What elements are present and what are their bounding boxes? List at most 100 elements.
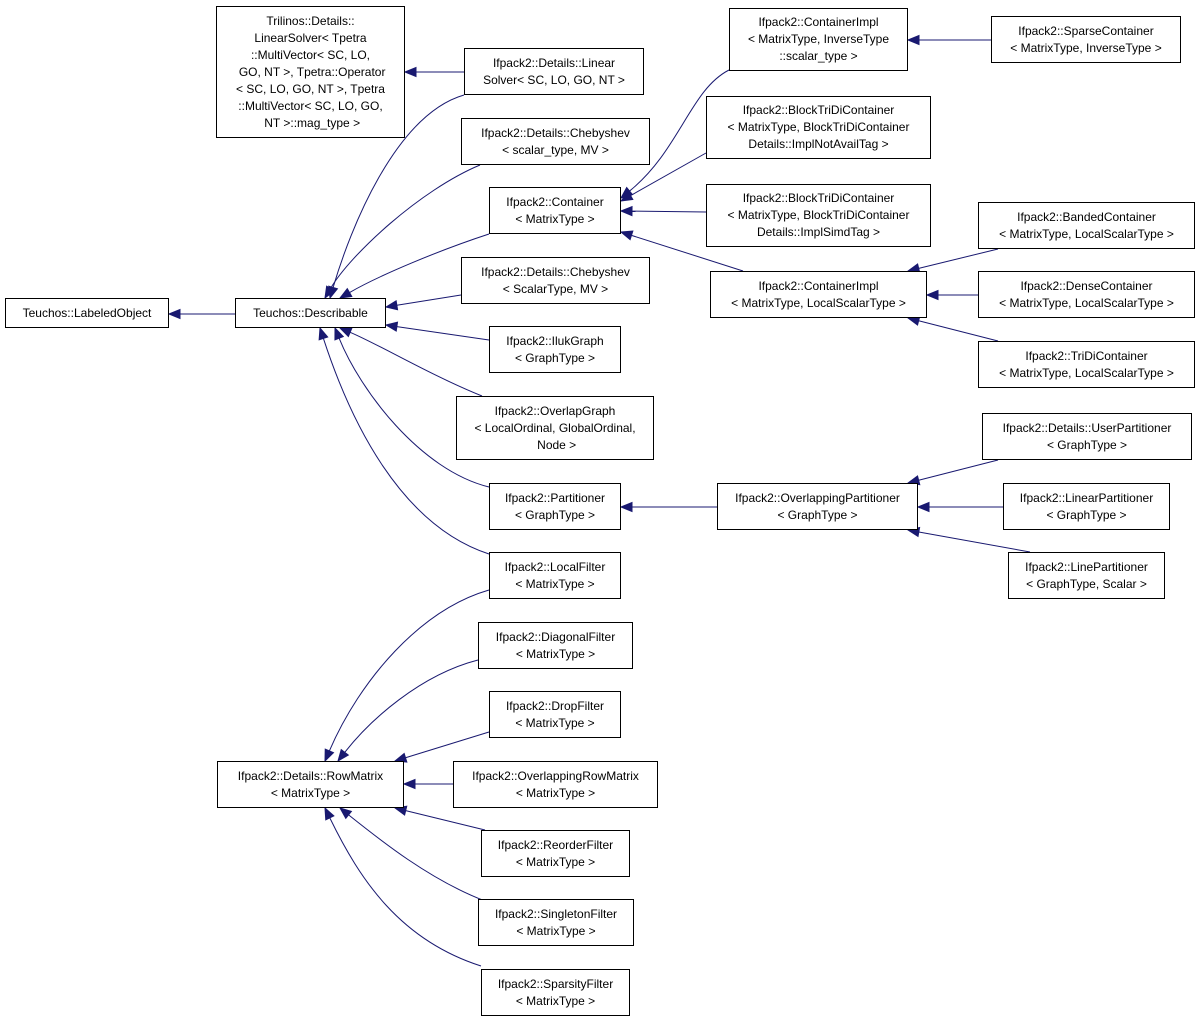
class-node-label-line: Ifpack2::LinearPartitioner <box>1019 490 1154 505</box>
arrowhead-container-to-describable <box>338 287 353 299</box>
class-node-label-line: < scalar_type, MV > <box>502 142 609 157</box>
class-node-label-line: < LocalOrdinal, GlobalOrdinal, <box>474 420 636 435</box>
class-node-label-line: Ifpack2::Details::RowMatrix <box>237 768 384 783</box>
class-node-label-line: < MatrixType > <box>515 785 596 800</box>
class-node-label-line: Ifpack2::SingletonFilter <box>494 906 618 921</box>
class-node-drop-filter[interactable]: Ifpack2::DropFilter< MatrixType > <box>489 691 621 738</box>
class-node-label-line: < MatrixType > <box>515 646 596 661</box>
class-node-dense-container[interactable]: Ifpack2::DenseContainer< MatrixType, Loc… <box>978 271 1195 318</box>
class-node-label-line: Node > <box>533 437 577 452</box>
class-node-container[interactable]: Ifpack2::Container< MatrixType > <box>489 187 621 234</box>
class-node-overlapping-row-matrix[interactable]: Ifpack2::OverlappingRowMatrix< MatrixTyp… <box>453 761 658 808</box>
edge-blocktridi_notavail-to-container <box>630 152 707 197</box>
class-node-sparse-container[interactable]: Ifpack2::SparseContainer< MatrixType, In… <box>991 16 1181 63</box>
arrowhead-dense_container-to-container_impl_local <box>925 289 939 301</box>
class-node-label-line: < MatrixType, LocalScalarType > <box>999 365 1174 380</box>
arrowhead-sparse_container-to-container_impl_inverse <box>906 34 920 46</box>
class-node-overlapping-partitioner[interactable]: Ifpack2::OverlappingPartitioner< GraphTy… <box>717 483 918 530</box>
class-node-label-line: Ifpack2::BandedContainer <box>1017 209 1156 224</box>
class-node-reorder-filter[interactable]: Ifpack2::ReorderFilter< MatrixType > <box>481 830 630 877</box>
class-node-blocktridi-simd[interactable]: Ifpack2::BlockTriDiContainer< MatrixType… <box>706 184 931 247</box>
class-node-linear-partitioner[interactable]: Ifpack2::LinearPartitioner< GraphType > <box>1003 483 1170 530</box>
class-node-labeled-object[interactable]: Teuchos::LabeledObject <box>5 298 169 328</box>
class-node-container-impl-local[interactable]: Ifpack2::ContainerImpl< MatrixType, Loca… <box>710 271 927 318</box>
class-node-label-line: < MatrixType > <box>515 854 596 869</box>
class-node-trilinos-linear-solver[interactable]: Trilinos::Details::LinearSolver< Tpetra:… <box>216 6 405 138</box>
edge-banded_container-to-container_impl_local <box>918 248 999 269</box>
arrowhead-iluk_graph-to-describable <box>384 321 399 332</box>
class-node-label-line: Ifpack2::LocalFilter <box>504 559 606 574</box>
class-node-label-line: < MatrixType, BlockTriDiContainer <box>727 208 910 222</box>
class-node-label-line: Ifpack2::TriDiContainer <box>1025 348 1148 363</box>
class-node-label-line: < MatrixType > <box>515 211 595 226</box>
class-node-label-line: < MatrixType, BlockTriDiContainer <box>727 120 910 134</box>
class-node-local-filter[interactable]: Ifpack2::LocalFilter< MatrixType > <box>489 552 621 599</box>
class-node-label-line: Ifpack2::Container <box>506 194 604 209</box>
edge-line_partitioner-to-overlapping_partitioner <box>918 531 1031 553</box>
class-node-label-line: < MatrixType, LocalScalarType > <box>999 226 1174 241</box>
class-node-chebyshev-ScalarType[interactable]: Ifpack2::Details::Chebyshev< ScalarType,… <box>461 257 650 304</box>
class-node-row-matrix[interactable]: Ifpack2::Details::RowMatrix< MatrixType … <box>217 761 404 808</box>
class-node-label-line: Teuchos::Describable <box>253 305 368 320</box>
edge-sparsity_filter-to-row_matrix <box>329 817 482 967</box>
class-node-label-line: Ifpack2::DropFilter <box>505 698 605 713</box>
class-node-diagonal-filter[interactable]: Ifpack2::DiagonalFilter< MatrixType > <box>478 622 633 669</box>
class-node-tridi-container[interactable]: Ifpack2::TriDiContainer< MatrixType, Loc… <box>978 341 1195 388</box>
edge-drop_filter-to-row_matrix <box>405 731 490 759</box>
class-node-label-line: < GraphType > <box>1046 437 1128 452</box>
class-node-label-line: Trilinos::Details:: <box>266 13 355 28</box>
arrowhead-blocktridi_simd-to-container <box>619 205 633 217</box>
class-node-blocktridi-notavail[interactable]: Ifpack2::BlockTriDiContainer< MatrixType… <box>706 96 931 159</box>
class-node-iluk-graph[interactable]: Ifpack2::IlukGraph< GraphType > <box>489 326 621 373</box>
class-node-label-line: ::scalar_type > <box>779 49 858 63</box>
edge-container_impl_inverse-to-container <box>629 69 730 192</box>
class-node-label-line: Ifpack2::Details::UserPartitioner <box>1002 420 1172 435</box>
class-node-singleton-filter[interactable]: Ifpack2::SingletonFilter< MatrixType > <box>478 899 634 946</box>
class-node-label-line: < MatrixType, LocalScalarType > <box>731 295 906 310</box>
edge-local_filter-to-row_matrix <box>328 589 490 752</box>
class-node-label-line: < MatrixType > <box>270 785 351 800</box>
class-node-label-line: < MatrixType > <box>515 993 596 1008</box>
class-node-label-line: Ifpack2::Details::Linear <box>492 55 616 70</box>
class-node-label-line: Teuchos::LabeledObject <box>22 305 152 320</box>
class-node-label-line: Ifpack2::Details::Chebyshev <box>481 264 630 279</box>
class-node-label-line: < GraphType > <box>514 350 596 365</box>
arrowhead-details_linear_solver-to-trilinos_linear_solver <box>403 66 417 78</box>
edge-chebyshev_scalar_type-to-describable <box>330 164 481 289</box>
class-node-label-line: Ifpack2::Partitioner <box>504 490 606 505</box>
class-node-label-line: GO, NT >, Tpetra::Operator <box>235 64 386 79</box>
class-node-label-line: Ifpack2::SparsityFilter <box>497 976 614 991</box>
class-node-label-line: ::MultiVector< SC, LO, <box>250 47 371 62</box>
edge-partitioner-to-describable <box>338 338 490 488</box>
class-node-label-line: Details::ImplSimdTag > <box>756 225 881 239</box>
class-node-sparsity-filter[interactable]: Ifpack2::SparsityFilter< MatrixType > <box>481 969 630 1016</box>
class-node-banded-container[interactable]: Ifpack2::BandedContainer< MatrixType, Lo… <box>978 202 1195 249</box>
class-node-describable[interactable]: Teuchos::Describable <box>235 298 386 328</box>
class-node-label-line: Ifpack2::LinePartitioner <box>1025 559 1148 574</box>
class-node-label-line: LinearSolver< Tpetra <box>254 30 367 45</box>
class-node-label-line: < MatrixType > <box>516 923 596 938</box>
class-node-line-partitioner[interactable]: Ifpack2::LinePartitioner< GraphType, Sca… <box>1008 552 1165 599</box>
class-node-label-line: Ifpack2::OverlapGraph <box>494 403 616 418</box>
edge-container-to-describable <box>349 233 490 293</box>
edge-singleton_filter-to-row_matrix <box>348 814 486 902</box>
class-node-label-line: Details::ImplNotAvailTag > <box>748 137 889 151</box>
arrowhead-overlapping_row_matrix-to-row_matrix <box>402 778 416 790</box>
class-node-container-impl-inverse[interactable]: Ifpack2::ContainerImpl< MatrixType, Inve… <box>729 8 908 71</box>
class-node-label-line: Ifpack2::OverlappingRowMatrix <box>472 768 639 783</box>
class-node-partitioner[interactable]: Ifpack2::Partitioner< GraphType > <box>489 483 621 530</box>
class-node-overlap-graph[interactable]: Ifpack2::OverlapGraph< LocalOrdinal, Glo… <box>456 396 654 460</box>
class-node-label-line: Ifpack2::DiagonalFilter <box>495 629 616 644</box>
edge-iluk_graph-to-describable <box>396 326 490 341</box>
class-node-label-line: Ifpack2::OverlappingPartitioner <box>735 490 900 505</box>
class-node-label-line: < MatrixType, LocalScalarType > <box>999 295 1174 310</box>
arrowhead-singleton_filter-to-row_matrix <box>338 807 353 820</box>
class-node-chebyshev-scalar-type[interactable]: Ifpack2::Details::Chebyshev< scalar_type… <box>461 118 650 165</box>
class-node-label-line: Ifpack2::DenseContainer <box>1020 278 1153 293</box>
class-node-label-line: < ScalarType, MV > <box>502 281 609 296</box>
class-node-label-line: < MatrixType, InverseType > <box>1010 40 1162 55</box>
class-node-user-partitioner[interactable]: Ifpack2::Details::UserPartitioner< Graph… <box>982 413 1192 460</box>
class-node-label-line: < GraphType > <box>514 507 596 522</box>
edge-tridi_container-to-container_impl_local <box>918 320 999 342</box>
